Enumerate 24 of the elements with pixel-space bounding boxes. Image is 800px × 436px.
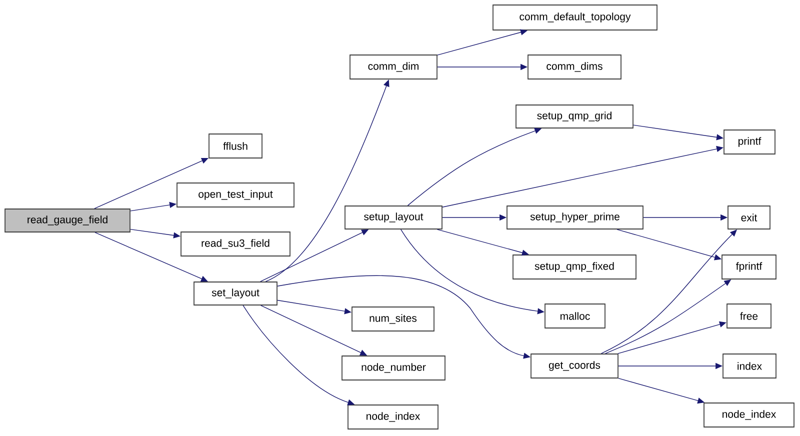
function-box: open_test_input xyxy=(176,182,294,208)
arrow xyxy=(94,232,208,282)
function-box: free xyxy=(726,304,772,328)
function-box: printf xyxy=(724,130,776,154)
function-box: node_number xyxy=(342,356,446,380)
function-box: index xyxy=(722,354,776,378)
function-box: get_coords xyxy=(530,354,618,378)
function-box: malloc xyxy=(544,304,606,328)
function-box: setup_hyper_prime xyxy=(506,206,644,230)
function-box: setup_layout xyxy=(344,206,442,230)
function-box: setup_qmp_grid xyxy=(516,104,634,128)
function-box: num_sites xyxy=(352,306,434,332)
function-box: comm_dim xyxy=(350,54,438,80)
function-box: read_su3_field xyxy=(180,232,290,256)
function-box: comm_dims xyxy=(528,54,622,80)
function-box: fflush xyxy=(208,134,262,158)
function-box: comm_default_topology xyxy=(492,4,658,30)
function-box: setup_qmp_fixed xyxy=(512,254,636,280)
function-box: exit xyxy=(728,206,770,230)
function-box: node_index xyxy=(348,404,438,430)
function-box: fprintf xyxy=(722,254,776,280)
function-box: set_layout xyxy=(194,282,278,306)
function-box: read_gauge_field xyxy=(4,208,130,232)
function-box: node_index xyxy=(704,402,794,428)
